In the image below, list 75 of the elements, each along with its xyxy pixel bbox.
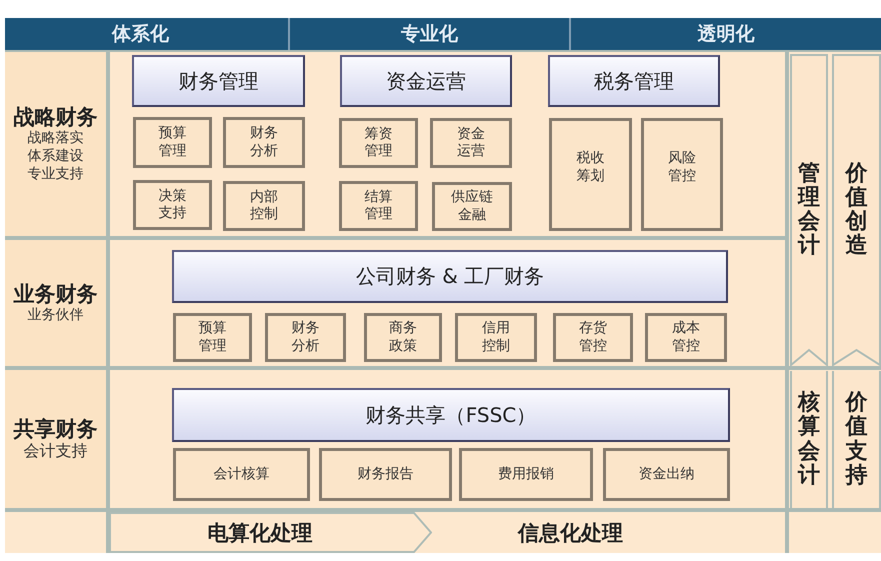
function-label: 结算管理 [363, 188, 394, 224]
function-label: 预算管理 [197, 320, 228, 355]
module-box [172, 250, 728, 303]
function-box [549, 118, 632, 231]
function-label: 财务报告 [358, 466, 414, 484]
module-box [132, 55, 305, 107]
header-band [5, 18, 290, 50]
row-header-cell [5, 240, 106, 366]
module-title: 财务共享（FSSC） [366, 402, 536, 428]
function-box [223, 181, 305, 231]
function-box [339, 118, 418, 168]
function-label: 预算管理 [157, 125, 188, 160]
function-box [339, 181, 418, 231]
function-box [319, 448, 452, 501]
row-header-cell [5, 52, 106, 236]
header-label: 透明化 [698, 22, 754, 47]
function-label: 税收筹划 [575, 150, 606, 185]
function-label: 商务政策 [388, 320, 418, 355]
column-band [832, 371, 881, 508]
column-band [790, 371, 828, 508]
function-label: 供应链金融 [450, 189, 494, 224]
function-label: 会计核算 [214, 466, 270, 484]
row-subtitle: 体系建设 [28, 146, 84, 166]
function-box [432, 182, 512, 231]
function-label: 财务分析 [248, 125, 279, 160]
module-box [340, 55, 512, 107]
function-box [173, 448, 310, 501]
column-label: 核算会计 [798, 391, 820, 488]
function-label: 风险管控 [666, 150, 697, 185]
function-label: 资金运营 [456, 126, 486, 160]
row-title: 业务财务 [14, 282, 98, 306]
row-title: 共享财务 [14, 416, 98, 441]
function-box [455, 313, 537, 362]
column-label: 价值创造 [846, 162, 868, 258]
column-label: 管理会计 [798, 162, 820, 258]
column-label: 价值支持 [846, 391, 868, 488]
function-label: 资金出纳 [638, 466, 694, 484]
function-box [265, 313, 346, 362]
function-box [133, 117, 212, 168]
function-box [459, 448, 593, 501]
function-box [223, 117, 305, 168]
module-title: 资金运营 [386, 68, 466, 94]
function-box [603, 448, 730, 501]
row-subtitle: 业务伙伴 [28, 306, 84, 324]
function-box [553, 313, 633, 362]
header-band [571, 18, 881, 50]
function-label: 费用报销 [498, 466, 554, 484]
row-subtitle: 专业支持 [28, 165, 84, 184]
function-label: 内部控制 [248, 188, 279, 224]
function-label: 成本管控 [670, 320, 701, 355]
function-label: 存货管控 [578, 320, 608, 355]
module-title: 税务管理 [594, 68, 674, 94]
function-box [133, 180, 212, 230]
module-box [548, 55, 720, 107]
module-title: 财务管理 [178, 68, 258, 94]
function-box [645, 313, 727, 362]
module-box [172, 388, 730, 442]
stage-label: 电算化处理 [208, 520, 312, 546]
row-subtitle: 战略落实 [28, 128, 84, 147]
header-label: 专业化 [401, 22, 458, 47]
stage-label: 信息化处理 [518, 520, 623, 546]
function-box [364, 313, 442, 362]
function-label: 信用控制 [480, 320, 511, 355]
row-subtitle: 会计支持 [24, 440, 88, 462]
function-label: 筹资管理 [363, 126, 394, 160]
header-band [290, 18, 571, 50]
function-box [641, 118, 723, 231]
row-header-cell [5, 370, 106, 508]
module-title: 公司财务 & 工厂财务 [356, 263, 544, 290]
header-label: 体系化 [112, 22, 169, 47]
function-box [430, 118, 512, 168]
function-box [173, 313, 252, 362]
function-label: 财务分析 [290, 320, 320, 355]
function-label: 决策支持 [157, 188, 188, 222]
row-title: 战略财务 [14, 104, 98, 129]
